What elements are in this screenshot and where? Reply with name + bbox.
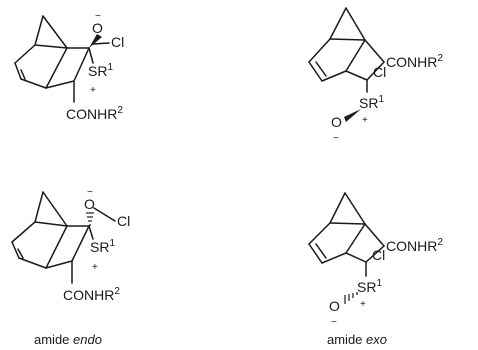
structure-exo-bottom: Cl CONHR2 SR1 + O − bbox=[308, 192, 443, 328]
bicyclic-skeleton bbox=[308, 7, 385, 82]
caption-amide-endo: amide endo bbox=[34, 332, 102, 347]
bicyclic-skeleton bbox=[308, 192, 385, 264]
amide-label: CONHR2 bbox=[386, 237, 443, 254]
sulfinyl-oxygen-label: O bbox=[92, 20, 103, 36]
sulfonium-label: SR1 bbox=[359, 94, 384, 111]
wedge-bond bbox=[89, 34, 102, 48]
negative-charge: − bbox=[95, 11, 101, 22]
hashed-bond bbox=[344, 292, 358, 304]
sulfonium-label: SR1 bbox=[90, 238, 115, 255]
positive-charge: + bbox=[90, 85, 96, 96]
negative-charge: − bbox=[333, 133, 339, 144]
structure-endo-top: O − Cl SR1 + CONHR2 bbox=[14, 11, 124, 122]
positive-charge: + bbox=[360, 299, 366, 310]
chlorine-label: Cl bbox=[373, 64, 386, 80]
chlorine-label: Cl bbox=[111, 34, 124, 50]
bicyclic-skeleton bbox=[14, 15, 90, 89]
amide-label: CONHR2 bbox=[66, 105, 123, 122]
positive-charge: + bbox=[92, 262, 98, 273]
chlorine-label: Cl bbox=[372, 247, 385, 263]
sulfinyl-oxygen-label: O bbox=[331, 114, 342, 130]
negative-charge: − bbox=[87, 187, 93, 198]
hashed-bond bbox=[86, 212, 94, 226]
bicyclic-skeleton bbox=[11, 191, 90, 269]
wedge-bond bbox=[344, 109, 361, 122]
positive-charge: + bbox=[362, 115, 368, 126]
amide-label: CONHR2 bbox=[63, 286, 120, 303]
sulfinyl-oxygen-label: O bbox=[84, 196, 95, 212]
sulfonium-label: SR1 bbox=[357, 278, 382, 295]
structure-exo-top: Cl CONHR2 SR1 + O − bbox=[308, 7, 443, 144]
amide-label: CONHR2 bbox=[386, 53, 443, 70]
structure-endo-bottom: O − Cl SR1 + CONHR2 bbox=[11, 187, 130, 303]
sulfonium-label: SR1 bbox=[88, 62, 113, 79]
negative-charge: − bbox=[331, 317, 337, 328]
sulfinyl-oxygen-label: O bbox=[329, 298, 340, 314]
chlorine-label: Cl bbox=[117, 213, 130, 229]
caption-amide-exo: amide exo bbox=[327, 332, 387, 347]
